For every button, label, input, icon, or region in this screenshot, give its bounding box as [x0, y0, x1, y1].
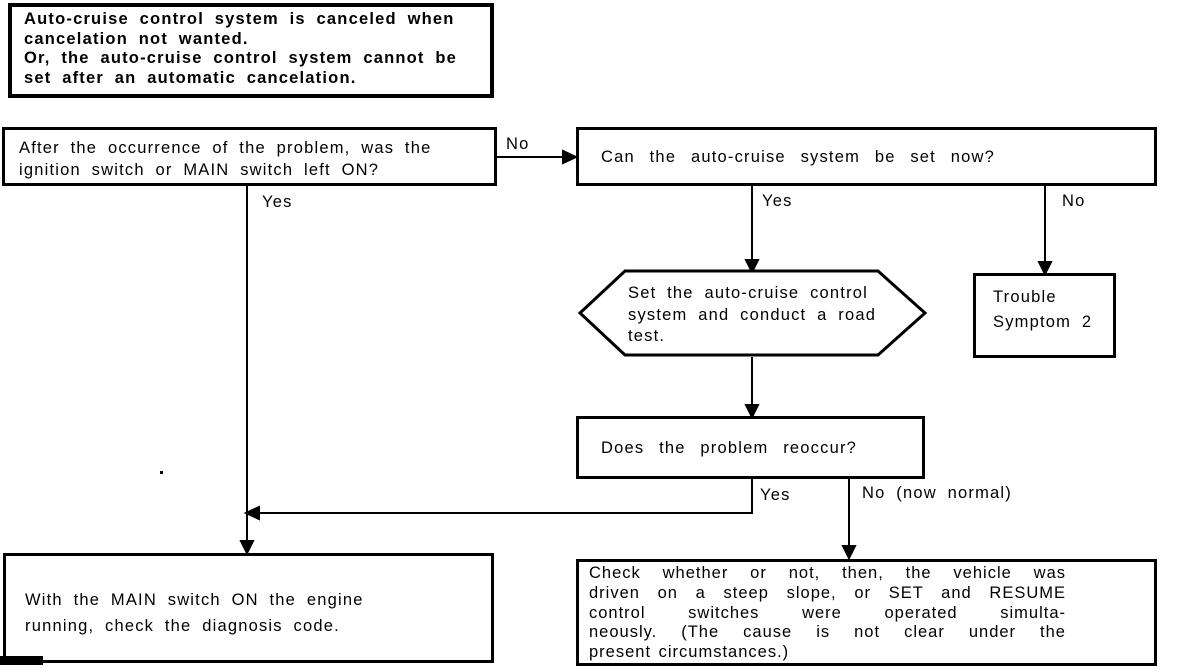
hexagon-line: test.: [628, 327, 666, 345]
action-line: control switches were operated simulta-: [589, 603, 1066, 622]
action-line: Check whether or not, then, the vehicle …: [589, 564, 1066, 582]
question-line: After the occurrence of the problem, was…: [19, 139, 432, 157]
arrowhead-no-q3-action-right: [841, 545, 857, 561]
problem-statement-line: Or, the auto-cruise control system canno…: [24, 49, 458, 67]
problem-statement-line: Auto-cruise control system is canceled w…: [24, 10, 455, 28]
question-line: ignition switch or MAIN switch left ON?: [19, 161, 380, 179]
branch-label-yes: Yes: [760, 486, 791, 504]
branch-label-no: No: [1062, 192, 1086, 210]
scan-speckle: [160, 471, 163, 474]
problem-statement-line: cancelation not wanted.: [24, 29, 249, 48]
arrowhead-hex-q3: [744, 404, 760, 420]
problem-statement-box: Auto-cruise control system is canceled w…: [8, 3, 494, 98]
question-line: Can the auto-cruise system be set now?: [601, 147, 995, 166]
trouble-symptom-line: Trouble: [993, 288, 1057, 306]
problem-statement-line: set after an automatic cancelation.: [24, 68, 357, 87]
question-ignition-left-on-box: After the occurrence of the problem, was…: [2, 127, 497, 186]
connector-yes-q3-join: [257, 479, 753, 514]
trouble-symptom-line: Symptom 2: [993, 313, 1093, 331]
branch-label-no-now-normal: No (now normal): [862, 484, 1012, 502]
question-problem-reoccur-box: Does the problem reoccur?: [576, 416, 925, 479]
road-test-hexagon: [577, 269, 928, 357]
branch-label-no: No: [506, 135, 530, 153]
arrowhead-yes-q1-action-left: [239, 540, 255, 556]
arrowhead-no-q2-trouble: [1037, 261, 1053, 277]
action-line: running, check the diagnosis code.: [25, 617, 340, 635]
branch-label-yes: Yes: [262, 193, 293, 211]
action-line: driven on a steep slope, or SET and RESU…: [589, 583, 1066, 602]
arrowhead-yes-q3-join: [243, 505, 260, 521]
arrowhead-no-q1-q2: [562, 149, 579, 165]
action-line: present circumstances.): [589, 643, 790, 662]
action-line: neously. (The cause is not clear under t…: [589, 623, 1066, 642]
question-can-set-now-box: Can the auto-cruise system be set now?: [576, 127, 1157, 186]
arrowhead-yes-q2-hex: [744, 259, 760, 275]
action-line: With the MAIN switch ON the engine: [25, 591, 364, 609]
hexagon-line: Set the auto-cruise control: [628, 284, 869, 302]
road-test-hexagon-text: Set the auto-cruise control system and c…: [628, 283, 876, 348]
branch-label-yes: Yes: [762, 192, 793, 210]
trouble-symptom-2-box: Trouble Symptom 2: [973, 273, 1116, 358]
hexagon-line: system and conduct a road: [628, 305, 877, 324]
question-line: Does the problem reoccur?: [601, 438, 858, 457]
action-check-circumstances-box: Check whether or not, then, the vehicle …: [576, 559, 1157, 666]
scan-artifact-corner: [0, 656, 43, 665]
action-check-diagnosis-code-box: With the MAIN switch ON the engine runni…: [3, 553, 494, 663]
